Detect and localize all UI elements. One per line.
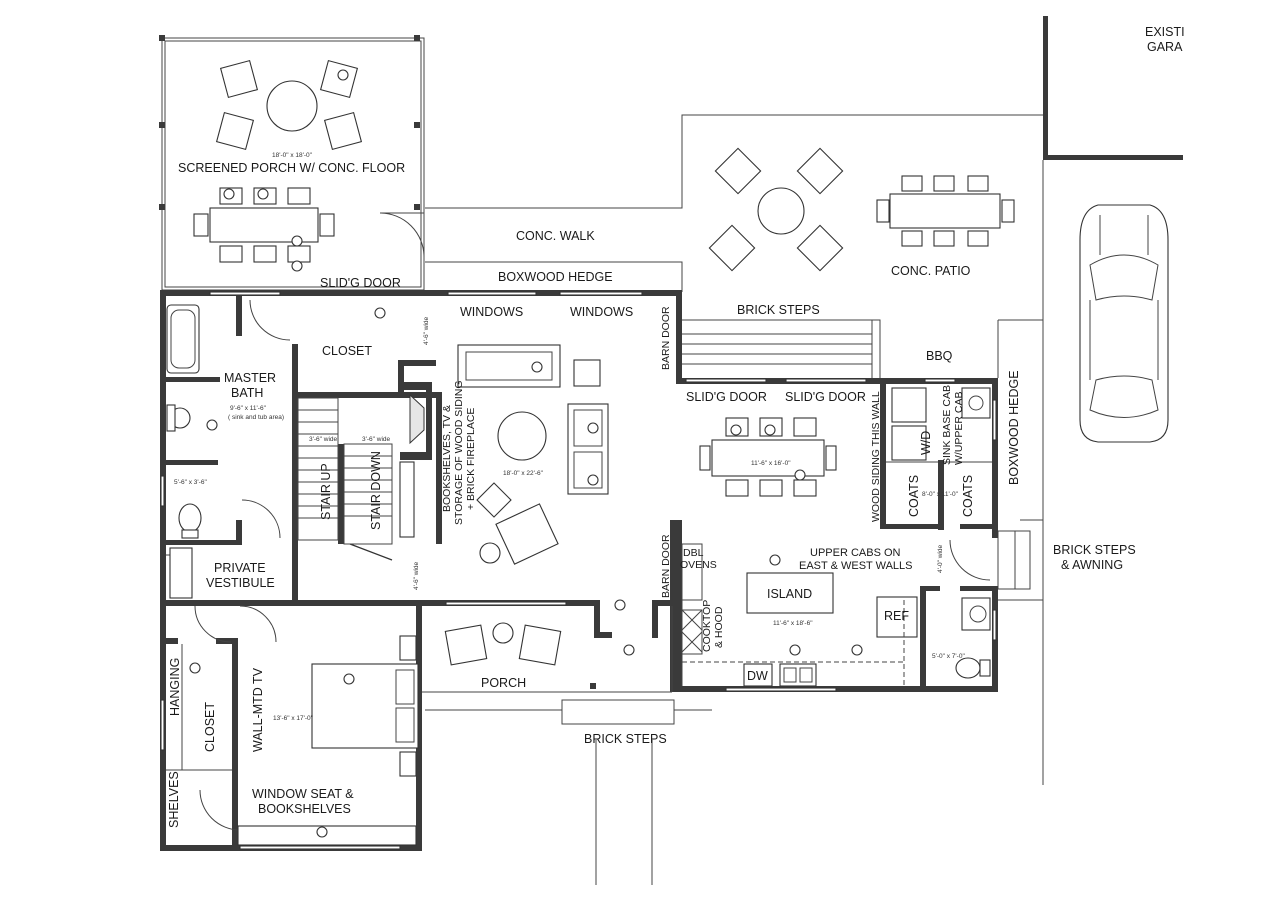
master-bath-note: ( sink and tub area) <box>228 414 284 421</box>
cooktop-label-1: COOKTOP <box>701 600 713 652</box>
room-labels: CONC. WALK BOXWOOD HEDGE CONC. PATIO EXI… <box>167 25 1185 828</box>
master-bath-label-1: MASTER <box>224 371 276 385</box>
site-lines <box>425 16 1183 885</box>
stair-width-1: 3'-6" wide <box>309 436 338 443</box>
dbl-ovens-label-2: OVENS <box>680 559 717 571</box>
stairs <box>297 397 393 545</box>
door-swings <box>166 299 991 831</box>
car-icon <box>1079 204 1169 443</box>
hanging-label: HANGING <box>168 658 182 716</box>
wc-dimension: 5'-6" x 3'-6" <box>174 479 207 486</box>
hall-width-top: 4'-6" wide <box>423 316 430 345</box>
upper-cabs-label-1: UPPER CABS ON <box>810 547 901 559</box>
existing-garage-label-2: GARA <box>1147 40 1183 54</box>
slid-door-kitchen-2-label: SLID'G DOOR <box>785 390 866 404</box>
porch-label: PORCH <box>481 676 526 690</box>
concrete-walk-label: CONC. WALK <box>516 229 595 243</box>
hall-width-bottom: 4'-6" wide <box>413 561 420 590</box>
coats-label-2: COATS <box>961 475 975 517</box>
porch-furniture <box>422 606 673 693</box>
stair-up-label: STAIR UP <box>319 463 333 520</box>
brick-steps-front-label: BRICK STEPS <box>584 732 667 746</box>
closet-lower-label: CLOSET <box>203 702 217 752</box>
kitchen-dimension: 11'-6" x 18'-6" <box>773 620 813 627</box>
window-seat-label-1: WINDOW SEAT & <box>252 787 354 801</box>
stair-width-2: 3'-6" wide <box>362 436 391 443</box>
boxwood-hedge-vertical-label: BOXWOOD HEDGE <box>1007 370 1021 485</box>
private-vestibule-label-2: VESTIBULE <box>206 576 275 590</box>
windows-label-1: WINDOWS <box>460 305 523 319</box>
wd-label: W/D <box>919 431 933 455</box>
fireplace-label-2: STORAGE OF WOOD SIDING <box>453 381 465 525</box>
private-vestibule-label-1: PRIVATE <box>214 561 266 575</box>
dw-label: DW <box>747 669 768 683</box>
screened-porch-label: SCREENED PORCH W/ CONC. FLOOR <box>178 161 405 175</box>
dbl-ovens-label-1: DBL <box>683 547 704 559</box>
upper-cabs-label-2: EAST & WEST WALLS <box>799 560 913 572</box>
dining-dimension: 11'-6" x 16'-0" <box>751 460 791 467</box>
screened-porch: 18'-0" x 18'-0" SCREENED PORCH W/ CONC. … <box>159 35 425 291</box>
mud-room-dimension: 8'-0" x 11'-0" <box>922 491 959 498</box>
kitchen-dining-furniture <box>681 387 992 687</box>
screened-porch-dimension: 18'-0" x 18'-0" <box>272 152 313 159</box>
sink-cab-label-1: SINK BASE CAB <box>941 385 953 465</box>
barn-door-upper-label: BARN DOOR <box>660 306 672 370</box>
living-furniture <box>457 344 609 565</box>
bath-fixtures <box>166 304 991 679</box>
coats-label-1: COATS <box>907 475 921 517</box>
window-seat-label-2: BOOKSHELVES <box>258 802 351 816</box>
bbq-label: BBQ <box>926 349 953 363</box>
master-bath-label-2: BATH <box>231 386 263 400</box>
windows <box>160 291 997 850</box>
stair-down-label: STAIR DOWN <box>369 451 383 530</box>
concrete-patio-label: CONC. PATIO <box>891 264 971 278</box>
slid-door-kitchen-1-label: SLID'G DOOR <box>686 390 767 404</box>
cooktop-label-2: & HOOD <box>713 606 725 648</box>
ref-label: REF <box>884 609 909 623</box>
patio-furniture <box>708 147 1015 272</box>
shelves-label: SHELVES <box>167 771 181 828</box>
island-label: ISLAND <box>767 587 812 601</box>
people <box>189 69 863 838</box>
closet-upper-label: CLOSET <box>322 344 372 358</box>
fireplace-label-1: BOOKSHELVES, TV & <box>441 405 453 512</box>
brick-steps-awning-label-2: & AWNING <box>1061 558 1123 572</box>
fireplace-label-3: + BRICK FIREPLACE <box>465 408 477 510</box>
wall-tv-label: WALL-MTD TV <box>251 667 265 752</box>
sink-cab-label-2: W/UPPER CAB <box>953 391 965 465</box>
brick-steps-top-label: BRICK STEPS <box>737 303 820 317</box>
windows-label-2: WINDOWS <box>570 305 633 319</box>
bedroom-dimension: 13'-6" x 17'-0" <box>273 715 314 722</box>
wood-siding-label: WOOD SIDING THIS WALL <box>870 391 882 522</box>
powder-dimension: 5'-0" x 7'-0" <box>932 653 965 660</box>
barn-door-lower-label: BARN DOOR <box>660 534 672 598</box>
slid-door-top-label: SLID'G DOOR <box>320 276 401 290</box>
brick-steps-awning-label-1: BRICK STEPS <box>1053 543 1136 557</box>
side-hall-width: 4'-0" wide <box>937 544 944 573</box>
boxwood-hedge-label: BOXWOOD HEDGE <box>498 270 613 284</box>
existing-garage-label-1: EXISTI <box>1145 25 1185 39</box>
living-dimension: 18'-0" x 22'-6" <box>503 470 544 477</box>
master-bath-dimension: 9'-6" x 11'-6" <box>230 405 267 412</box>
bedroom-furniture <box>166 635 419 846</box>
